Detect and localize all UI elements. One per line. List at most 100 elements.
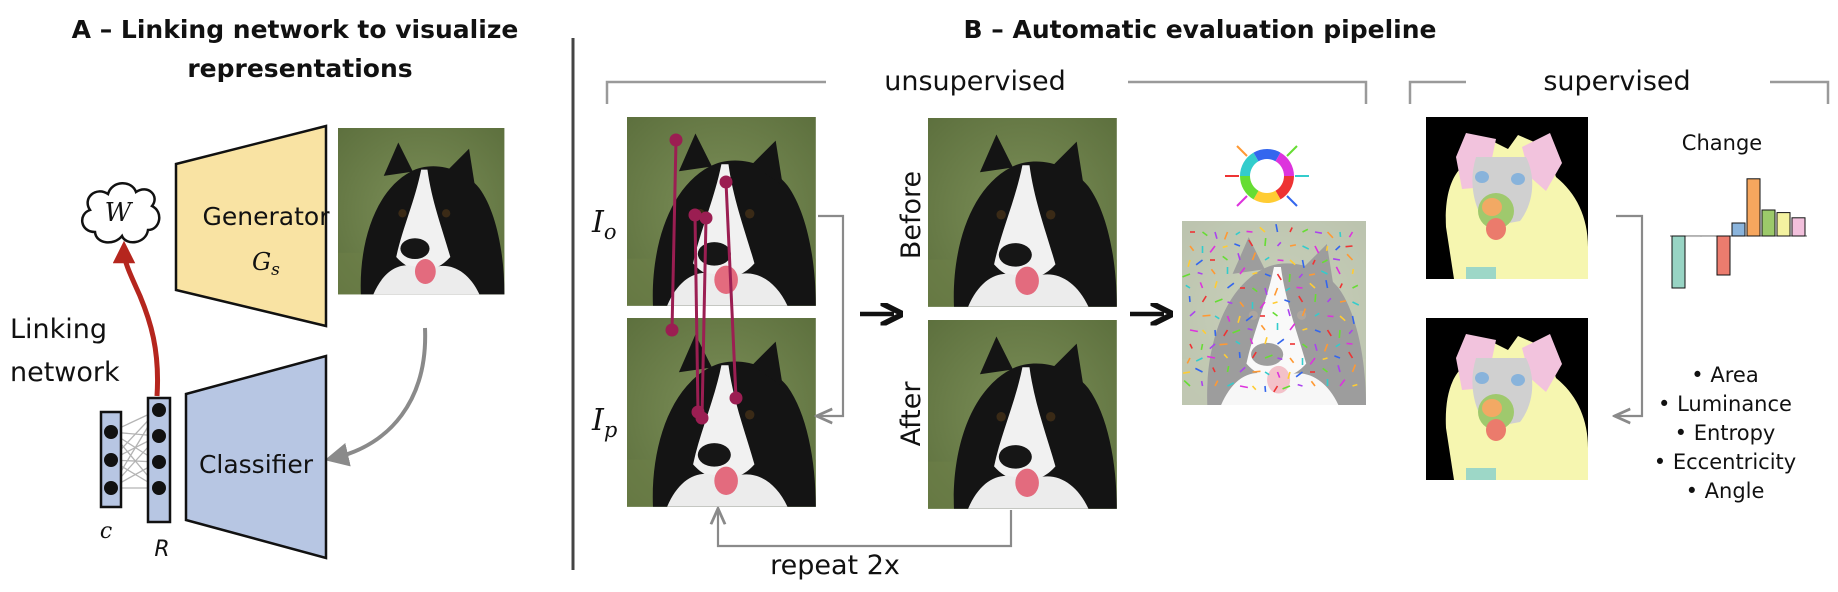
- flow-vector: [1326, 297, 1332, 303]
- flow-vector: [1202, 231, 1208, 237]
- change-bar: [1791, 217, 1806, 237]
- flow-vector: [1309, 357, 1316, 365]
- flow-vector: [1214, 380, 1219, 387]
- flow-vector: [1314, 245, 1320, 254]
- classifier-block: Classifier: [184, 354, 328, 560]
- change-bar: [1731, 222, 1746, 237]
- flow-vector: [1339, 283, 1343, 289]
- flow-vector: [1282, 385, 1291, 390]
- supervised-bracket: [1408, 80, 1830, 104]
- generated-dog-image: [338, 128, 505, 295]
- flow-vector: [1289, 227, 1293, 233]
- flow-vector: [1212, 367, 1216, 373]
- flow-vector: [1337, 365, 1341, 373]
- flow-vector: [1297, 383, 1303, 387]
- flow-vector: [1284, 299, 1291, 303]
- metric-entropy: • Entropy: [1675, 421, 1776, 445]
- segmentation-after: [1426, 318, 1588, 480]
- after-image: [928, 320, 1117, 509]
- flow-vector: [1264, 371, 1270, 376]
- flow-vector: [1227, 382, 1235, 387]
- flow-vector: [1264, 337, 1268, 345]
- change-bar: [1702, 236, 1715, 237]
- flow-vector: [1182, 371, 1191, 375]
- flow-vector: [1234, 243, 1241, 247]
- flow-vector: [1251, 351, 1257, 359]
- keypoint-correspondences: [665, 133, 743, 425]
- flow-vector: [1235, 231, 1241, 236]
- flow-vector: [1348, 351, 1354, 359]
- flow-vector: [1314, 312, 1320, 317]
- perturbed-image: [627, 318, 816, 507]
- perturbed-label: Ip: [591, 403, 617, 442]
- change-bar-chart: [1670, 178, 1807, 289]
- segmentation-before: [1426, 117, 1588, 279]
- flow-vector: [1287, 371, 1291, 379]
- generator-symbol: Gs: [252, 248, 280, 280]
- flow-vector: [1323, 343, 1329, 352]
- flow-vector: [1185, 284, 1191, 289]
- flow-vector: [1201, 295, 1207, 303]
- flow-vector: [1301, 308, 1307, 317]
- flow-vector: [1348, 231, 1354, 238]
- flow-vector: [1264, 385, 1267, 393]
- classifier-label: Classifier: [199, 450, 314, 479]
- flow-vector: [1259, 226, 1266, 233]
- flow-vector: [1252, 287, 1258, 293]
- flow-vector: [1339, 300, 1347, 303]
- flow-vector: [1345, 245, 1353, 248]
- linking-label-line1: Linking: [10, 314, 107, 345]
- change-bar: [1716, 235, 1731, 276]
- rep-label: R: [154, 537, 169, 562]
- flow-vector: [1223, 353, 1229, 359]
- flow-vector: [1335, 266, 1341, 275]
- metric-angle: • Angle: [1686, 479, 1765, 503]
- flow-vector: [1326, 231, 1334, 239]
- flow-vector: [1289, 244, 1297, 247]
- flow-vector: [1298, 295, 1304, 303]
- flow-vector: [1295, 371, 1303, 378]
- flow-vector: [1276, 273, 1282, 281]
- flow-vector: [1227, 301, 1233, 305]
- change-bar: [1671, 235, 1686, 289]
- flow-vector: [1326, 329, 1332, 337]
- flow-vector: [1335, 343, 1341, 348]
- flow-vector: [1238, 351, 1241, 359]
- latent-cloud: W: [81, 182, 161, 244]
- flow-vector: [1239, 301, 1245, 308]
- flow-vector: [1226, 365, 1230, 373]
- flow-vector: [1251, 385, 1257, 391]
- flow-vector: [1252, 271, 1258, 275]
- change-bar: [1746, 178, 1761, 237]
- flow-vector: [1232, 329, 1241, 334]
- flow-vector: [1246, 230, 1253, 233]
- flow-vector: [1276, 241, 1282, 247]
- change-title: Change: [1682, 131, 1762, 155]
- flow-vector: [1264, 237, 1267, 247]
- flow-vector: [1210, 268, 1216, 275]
- flow-vector: [1222, 245, 1228, 249]
- flow-vector: [1195, 357, 1203, 362]
- before-image: [928, 118, 1117, 307]
- change-bar: [1776, 212, 1791, 237]
- flow-vector: [1312, 259, 1316, 265]
- metric-luminance: • Luminance: [1658, 392, 1792, 416]
- flow-vector: [1352, 383, 1358, 387]
- metric-area: • Area: [1691, 363, 1758, 387]
- panel-b-title: B – Automatic evaluation pipeline: [964, 15, 1437, 44]
- flow-vector: [1339, 315, 1346, 322]
- flow-vector: [1187, 259, 1191, 267]
- supervised-label: supervised: [1543, 66, 1690, 97]
- linking-label-line2: network: [10, 357, 120, 388]
- original-image: [627, 117, 816, 306]
- flow-vector: [1298, 273, 1304, 279]
- flow-vector: [1214, 329, 1217, 337]
- flow-vector: [1188, 295, 1191, 303]
- flow-vector: [1195, 259, 1203, 266]
- flow-vector: [1289, 259, 1296, 266]
- flow-vector: [1264, 273, 1271, 277]
- change-bar: [1761, 209, 1776, 237]
- color-wheel-icon: [1225, 145, 1309, 207]
- flow-vector: [1247, 327, 1253, 331]
- flow-vector: [1273, 385, 1279, 393]
